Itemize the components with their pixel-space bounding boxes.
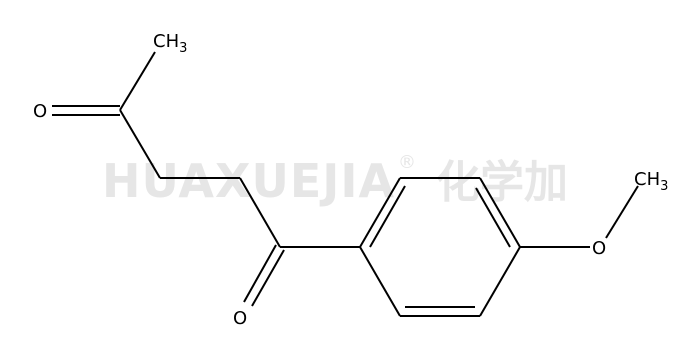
ring-bond-4 <box>479 246 521 317</box>
methyl-ether-label: CH3 <box>634 169 668 194</box>
oxygen-ketone-top-label: O <box>33 101 47 122</box>
bond-ketone-bottom-double-b <box>251 249 285 307</box>
bond-methyl-carbonyl <box>119 51 156 111</box>
methyl-top-label: CH3 <box>153 31 187 56</box>
bond-c2-c3 <box>119 109 161 179</box>
watermark-registered-mark: ® <box>398 152 416 173</box>
ring-bond-3 <box>479 177 521 248</box>
bond-c4-c5 <box>239 177 281 248</box>
atom-labels: CH3 O O O CH3 <box>33 31 668 329</box>
watermark: HUAXUEJIA ® 化学加 <box>102 152 568 208</box>
ring-bond-1 <box>359 177 401 248</box>
watermark-brand: HUAXUEJIA <box>102 154 395 208</box>
bonds <box>52 51 639 317</box>
bond-ether-oxygen-methyl <box>605 185 639 239</box>
oxygen-ether-label: O <box>592 238 606 259</box>
ring-bond-6 <box>359 246 401 317</box>
ring-bond-1-inner <box>369 185 406 248</box>
oxygen-ketone-bottom-label: O <box>233 308 247 329</box>
ring-bond-3-inner <box>475 187 511 248</box>
watermark-chinese: 化学加 <box>436 157 568 208</box>
bond-ketone-bottom-double-a <box>243 244 277 303</box>
